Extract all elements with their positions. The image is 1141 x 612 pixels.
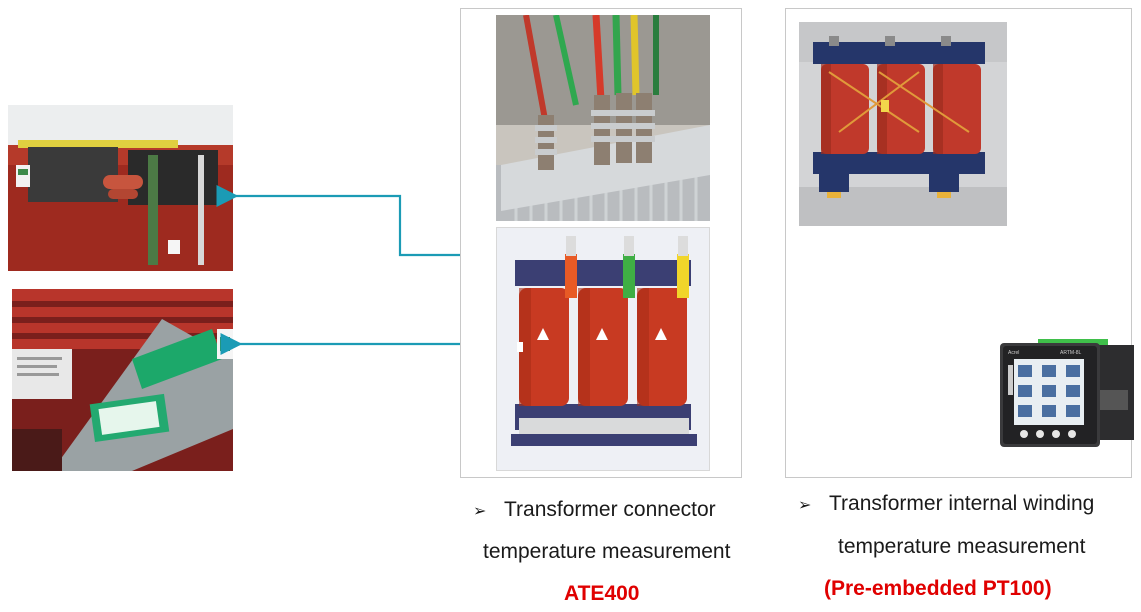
connector-caption-line2: temperature measurement <box>483 540 731 563</box>
connector-caption-line1: Transformer connector <box>504 498 716 521</box>
winding-product-label: (Pre-embedded PT100) <box>824 577 1052 600</box>
device-brand: Acrel <box>1008 350 1019 356</box>
connector-closeup-photo-bottom <box>12 289 233 471</box>
dry-type-transformer-photo <box>496 227 710 471</box>
winding-transformer-photo <box>799 22 1007 226</box>
winding-caption-line2: temperature measurement <box>838 535 1086 558</box>
connector-bullet-icon: ➢ <box>473 503 487 520</box>
temperature-monitor-device: Acrel ARTM-8L <box>1000 335 1135 453</box>
connector-closeup-photo-top <box>8 105 233 271</box>
device-model: ARTM-8L <box>1060 350 1082 356</box>
winding-bullet-icon: ➢ <box>798 497 812 514</box>
transformer-terminal-photo <box>496 15 710 221</box>
connector-product-label: ATE400 <box>564 582 640 605</box>
winding-caption-line1: Transformer internal winding <box>829 492 1095 515</box>
